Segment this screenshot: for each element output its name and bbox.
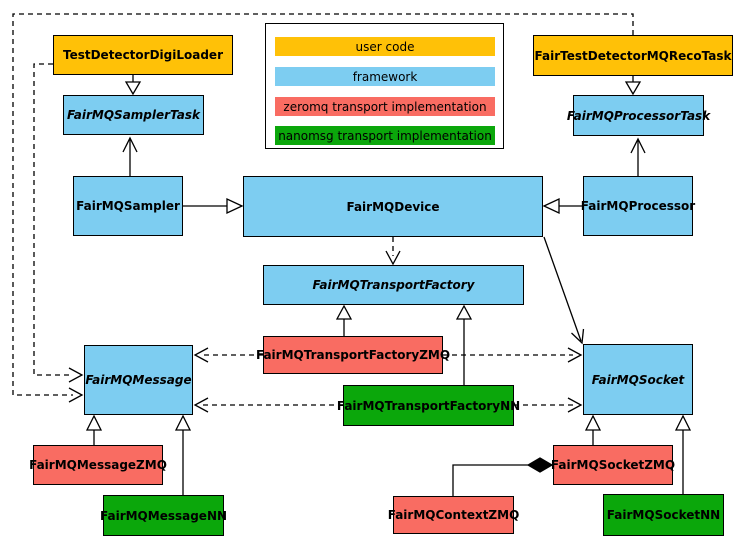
node-label: FairMQSamplerTask — [66, 108, 201, 122]
node-label: FairMQSocket — [591, 372, 685, 387]
legend-label: nanomsg transport implementation — [278, 128, 492, 143]
node-label: FairMQMessageZMQ — [29, 458, 167, 472]
node-label: FairTestDetectorMQRecoTask — [534, 48, 732, 63]
node-fairmqprocessor: FairMQProcessor — [580, 176, 696, 236]
edge-inheritance-socketnn-socket — [674, 414, 692, 494]
edge-association-device-socket — [543, 236, 585, 345]
edge-dependency-transportfactoryzmq-message — [193, 347, 263, 363]
node-label: FairMQSocketZMQ — [550, 458, 676, 472]
edge-inheritance-messagezmq-message — [85, 414, 103, 445]
legend-label: zeromq transport implementation — [283, 99, 487, 114]
node-fairmqcontextzmq: FairMQContextZMQ — [388, 496, 519, 534]
node-label: FairMQContextZMQ — [387, 508, 520, 522]
edge-inheritance-sampler-device — [183, 197, 244, 215]
edge-inheritance-socketzmq-socket — [584, 414, 602, 445]
node-label: FairMQTransportFactoryZMQ — [255, 348, 451, 362]
node-fairtestdetectormqrecotask: FairTestDetectorMQRecoTask — [533, 35, 733, 76]
node-fairmqsocket: FairMQSocket — [583, 344, 693, 415]
legend: user code framework zeromq transport imp… — [265, 23, 504, 149]
edge-dependency-device-transportfactory — [385, 237, 401, 266]
node-fairmqsocketnn: FairMQSocketNN — [603, 494, 724, 536]
node-fairmqdevice: FairMQDevice — [243, 176, 543, 237]
edge-inheritance-processor-device — [542, 197, 583, 215]
node-fairmqsocketzmq: FairMQSocketZMQ — [550, 445, 676, 485]
legend-item-nanomsg: nanomsg transport implementation — [275, 126, 495, 145]
node-label: TestDetectorDigiLoader — [62, 48, 223, 62]
edge-dependency-transportfactoryzmq-socket — [443, 347, 583, 363]
edge-inheritance-digiloader-samplertask — [124, 75, 142, 96]
node-fairmqprocessortask: FairMQProcessorTask — [567, 95, 710, 136]
edge-composition-socketzmq-contextzmq — [452, 457, 554, 496]
node-label: FairMQProcessorTask — [566, 108, 711, 123]
edge-inheritance-messagenn-message — [174, 414, 192, 495]
edge-inheritance-recotask-processortask — [624, 76, 642, 96]
legend-item-zeromq: zeromq transport implementation — [275, 97, 495, 116]
node-label: FairMQProcessor — [580, 199, 696, 213]
legend-item-user-code: user code — [275, 37, 495, 56]
legend-label: framework — [352, 69, 418, 84]
node-fairmqtransportfactoryzmq: FairMQTransportFactoryZMQ — [256, 336, 450, 374]
edge-association-processor-processortask — [630, 137, 646, 176]
node-fairmqsampler: FairMQSampler — [73, 176, 183, 236]
legend-item-framework: framework — [275, 67, 495, 86]
node-fairmqmessagezmq: FairMQMessageZMQ — [29, 445, 167, 485]
edge-dependency-transportfactorynn-socket — [514, 397, 583, 413]
node-label: FairMQDevice — [346, 199, 440, 214]
node-label: FairMQMessageNN — [99, 508, 228, 523]
node-fairmqmessagenn: FairMQMessageNN — [99, 495, 228, 536]
legend-label: user code — [355, 39, 415, 54]
node-fairmqmessage: FairMQMessage — [84, 345, 193, 415]
edge-inheritance-transportfactoryzmq-transportfactory — [335, 304, 353, 336]
node-fairmqtransportfactory: FairMQTransportFactory — [263, 265, 524, 305]
node-fairmqtransportfactorynn: FairMQTransportFactoryNN — [337, 385, 520, 426]
node-label: FairMQMessage — [85, 373, 192, 387]
edge-dependency-transportfactorynn-message — [193, 397, 343, 413]
node-fairmqsamplertask: FairMQSamplerTask — [63, 95, 204, 135]
node-label: FairMQTransportFactory — [312, 278, 475, 292]
edge-inheritance-transportfactorynn-transportfactory — [455, 304, 473, 385]
node-label: FairMQSampler — [76, 199, 180, 213]
node-label: FairMQTransportFactoryNN — [336, 398, 521, 413]
node-label: FairMQSocketNN — [606, 508, 721, 522]
node-testdetectordigiloader: TestDetectorDigiLoader — [53, 35, 233, 75]
edge-association-sampler-samplertask — [122, 136, 138, 176]
